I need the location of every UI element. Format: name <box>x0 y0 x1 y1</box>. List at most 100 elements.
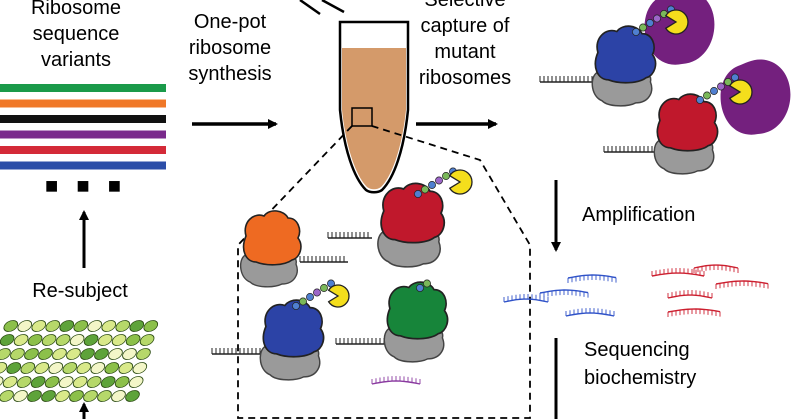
array-spot <box>69 390 84 402</box>
peptide-chain <box>696 73 739 104</box>
dna-strand-icon <box>503 294 549 303</box>
array-spot <box>48 362 64 374</box>
synthesis-label-line-1: One-pot <box>194 11 267 33</box>
array-spot <box>90 362 106 374</box>
variant-bars <box>0 84 166 170</box>
array-spot <box>10 348 25 360</box>
array-spot <box>69 334 85 346</box>
array-spot <box>20 362 36 374</box>
array-spot <box>0 334 15 346</box>
array-spot <box>59 320 75 332</box>
array-spot <box>0 348 11 360</box>
mrna-strand <box>327 232 372 239</box>
array-spot <box>139 334 155 346</box>
ribosomes-layer <box>211 0 791 381</box>
sequencing-label-line-1: Sequencing <box>584 339 690 361</box>
dna-strand-icon <box>667 290 713 299</box>
array-spot <box>38 348 53 360</box>
dna-strand-icon <box>715 280 769 289</box>
amplification-label: Amplification <box>582 204 695 226</box>
pacman-capture-icon <box>664 9 689 35</box>
capture-label-line-3: mutant <box>434 41 496 63</box>
array-spot <box>86 376 102 388</box>
pacman-capture-icon <box>728 79 753 105</box>
array-spot <box>104 362 120 374</box>
synthesis-label-line-2: ribosome <box>189 37 271 59</box>
array-spot <box>143 320 159 332</box>
array-spot <box>3 320 19 332</box>
array-spot <box>118 362 134 374</box>
ribosome-icon <box>653 93 719 175</box>
dna-strand-icon <box>539 289 589 298</box>
array-spot <box>0 376 4 388</box>
synthesis-label: One-pot ribosome synthesis <box>188 11 271 85</box>
variant-bar <box>0 84 166 92</box>
dna-strand-icon <box>371 376 421 385</box>
tube-icon <box>299 0 410 194</box>
capture-label-line-2: capture of <box>421 15 510 37</box>
array-spot <box>41 390 56 402</box>
array-spot <box>83 390 98 402</box>
array-spot <box>115 320 131 332</box>
resubject-label: Re-subject <box>32 280 128 302</box>
peptide-chain <box>292 279 335 310</box>
array-spot <box>129 320 145 332</box>
variants-label-line-3: variants <box>41 49 111 71</box>
array-spot <box>52 348 67 360</box>
array-spot <box>58 376 74 388</box>
peptide-chain <box>416 279 431 292</box>
array-spot <box>55 334 71 346</box>
ribosome-icon <box>259 299 325 381</box>
mrna-strand <box>299 256 348 263</box>
array-spot <box>27 390 42 402</box>
pacman-capture-icon <box>327 284 350 308</box>
array-spot <box>76 362 92 374</box>
dna-strand-icon <box>667 308 721 317</box>
array-spot <box>73 320 89 332</box>
dna-strand-icon <box>651 268 705 277</box>
array-spot <box>16 376 32 388</box>
zoom-inset-outline <box>237 125 531 419</box>
variant-bar <box>0 99 166 108</box>
dna-strands-layer <box>371 264 769 385</box>
ribosome-icon <box>239 210 302 288</box>
array-spot <box>125 390 140 402</box>
array-spot <box>13 390 28 402</box>
array-spot <box>128 376 144 388</box>
array-spot <box>62 362 78 374</box>
array-spot <box>111 334 127 346</box>
array-spot <box>0 362 8 374</box>
synthesis-label-line-3: synthesis <box>188 63 271 85</box>
variants-label: Ribosome sequence variants <box>31 0 121 71</box>
array-spot <box>66 348 81 360</box>
ribosome-icon <box>383 281 449 363</box>
array-spot <box>34 362 50 374</box>
microarray-grid-icon <box>0 320 159 402</box>
array-spot <box>6 362 22 374</box>
pacman-capture-icon <box>448 169 473 195</box>
array-spot <box>114 376 130 388</box>
array-spot <box>13 334 29 346</box>
array-spot <box>83 334 99 346</box>
capture-label-line-1: Selective <box>424 0 505 11</box>
array-spot <box>111 390 126 402</box>
variants-label-line-1: Ribosome <box>31 0 121 19</box>
capture-label: Selective capture of mutant ribosomes <box>419 0 511 89</box>
variant-bar <box>0 161 166 170</box>
dna-strand-icon <box>693 264 739 273</box>
array-spot <box>100 376 116 388</box>
array-spot <box>101 320 117 332</box>
array-spot <box>94 348 109 360</box>
array-spot <box>2 376 18 388</box>
variant-bar <box>0 146 166 154</box>
variants-label-line-2: sequence <box>33 23 120 45</box>
array-spot <box>108 348 123 360</box>
variant-bar <box>0 130 166 139</box>
array-spot <box>87 320 103 332</box>
dna-strand-icon <box>565 308 615 317</box>
sequencing-label-line-2: biochemistry <box>584 367 696 389</box>
array-spot <box>27 334 43 346</box>
ellipsis-dots: ■ ■ ■ <box>45 173 127 198</box>
